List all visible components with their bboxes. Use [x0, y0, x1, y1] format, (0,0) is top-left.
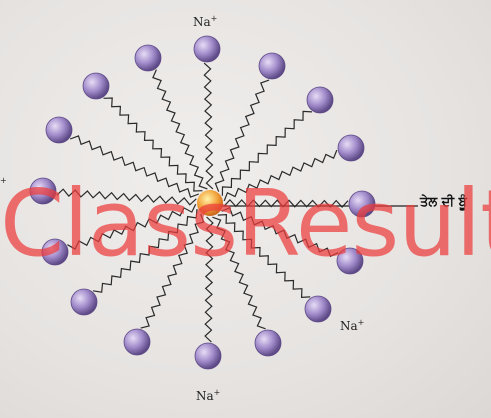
oil-droplet-caption: ਤੇਲ ਦੀ ਬੂੰ: [420, 195, 467, 210]
ionic-head: [306, 86, 334, 114]
hydrocarbon-tail: [223, 149, 338, 202]
ionic-head: [29, 177, 57, 205]
hydrocarbon-tail: [217, 213, 311, 299]
hydrocarbon-tail: [212, 216, 266, 330]
sodium-ion-label-bottom: Na+: [196, 388, 221, 403]
ionic-head: [304, 295, 332, 323]
hydrocarbon-tail: [223, 199, 349, 208]
hydrocarbon-tail: [103, 97, 203, 192]
hydrocarbon-tail: [92, 209, 198, 293]
hydrocarbon-tail: [67, 203, 197, 250]
hydrocarbon-tails: [56, 62, 349, 343]
sodium-ion-label-left: +: [0, 176, 7, 185]
hydrocarbon-tail: [204, 216, 214, 343]
hydrocarbon-tail: [152, 69, 208, 190]
sodium-ion-label-top: Na+: [193, 14, 218, 29]
ionic-head: [336, 247, 364, 275]
ionic-head: [41, 238, 69, 266]
hydrocarbon-tail: [221, 206, 339, 258]
hydrocarbon-tail: [140, 213, 205, 329]
ionic-head: [348, 190, 376, 218]
ionic-head: [134, 44, 162, 72]
watermark: ClassResult: [0, 178, 491, 270]
ionic-head: [337, 134, 365, 162]
oil-droplet-core: [197, 190, 223, 216]
ionic-head: [254, 329, 282, 357]
ionic-head: [82, 72, 110, 100]
ionic-head: [258, 52, 286, 80]
hydrocarbon-tail: [221, 110, 313, 196]
ionic-head: [123, 328, 151, 356]
ionic-heads: [29, 35, 376, 370]
hydrocarbon-tail: [56, 188, 197, 206]
hydrocarbon-tail: [214, 79, 270, 192]
ionic-head: [45, 116, 73, 144]
ionic-head: [194, 342, 222, 370]
hydrocarbon-tail: [69, 135, 200, 198]
hydrocarbon-tail: [203, 62, 214, 190]
ionic-head: [193, 35, 221, 63]
ionic-head: [70, 288, 98, 316]
sodium-ion-label-right: Na+: [340, 318, 365, 333]
